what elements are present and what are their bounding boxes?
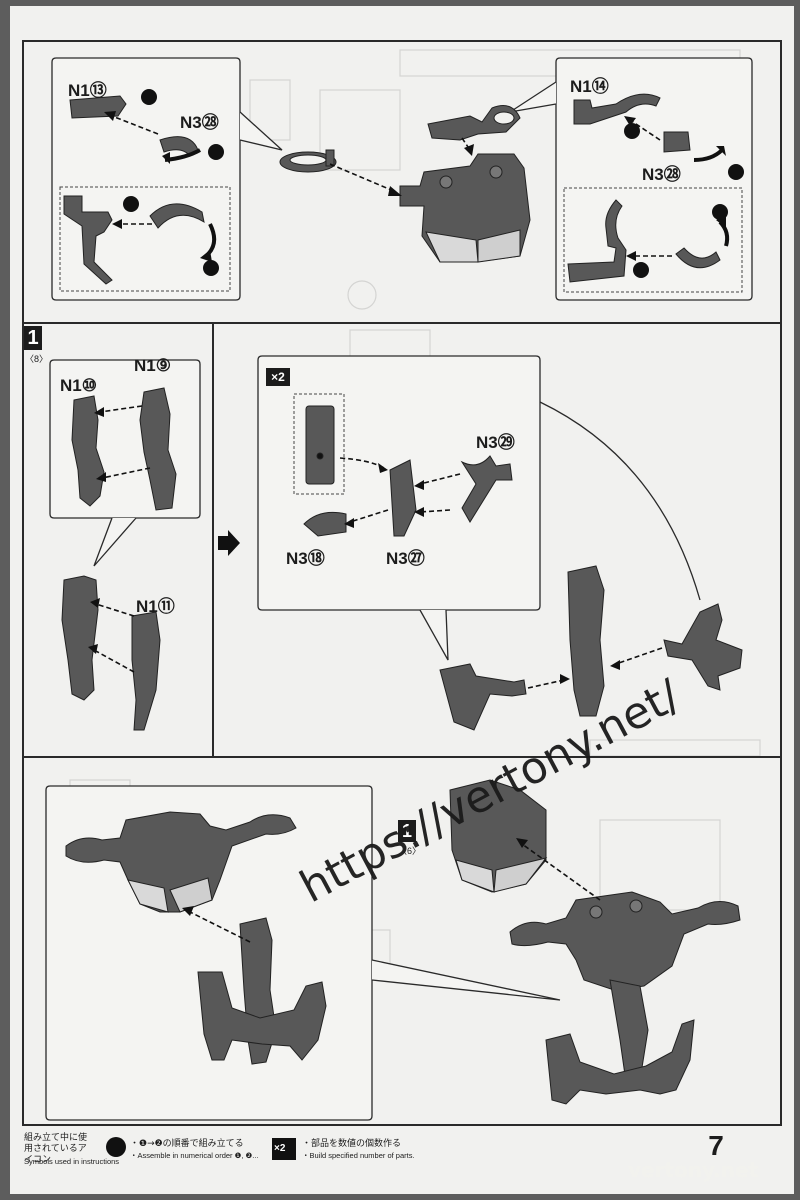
part-label-n3-27: N3㉗ (386, 549, 425, 568)
site-label: vertony.net (628, 1158, 759, 1182)
head-unit-arrowheads (388, 144, 474, 196)
body-with-head-unit (65, 811, 327, 1065)
legend-title-jp: 組み立て中に使用されているアイコン (24, 1133, 88, 1165)
legend-icons (106, 1137, 296, 1160)
step-number-badge: 1 (24, 326, 42, 350)
column-divider (212, 322, 214, 756)
arm-right-arrowheads (560, 660, 620, 684)
multiplier-badge: ×2 (266, 368, 290, 386)
part-label-n3-28-right: N3㉘ (642, 165, 681, 184)
step-reference: 〈8〉 (25, 354, 49, 364)
legend-title-en: Symbols used in instructions (24, 1157, 120, 1166)
legend-item2-jp: ・部品を数値の個数作る (302, 1139, 402, 1149)
bottom-step-reference: 〈6〉 (398, 846, 422, 856)
bottom-left-arrowhead (182, 906, 194, 916)
part-label-n1-14: N1⑭ (570, 77, 609, 96)
head-unit-assembly (279, 105, 531, 263)
callout-panel-left (51, 57, 283, 301)
elbow-parts (303, 405, 513, 537)
part-label-n1-10: N1⑩ (60, 376, 97, 395)
top-left-arrowheads (104, 111, 212, 262)
arm-right-assembly (439, 565, 743, 731)
arm-left-arrowheads (88, 407, 106, 654)
step-circles-top (123, 89, 744, 278)
page-frame (22, 40, 782, 1126)
final-assembly-arrow (521, 843, 601, 901)
legend-multiplier-icon: ×2 (274, 1143, 286, 1154)
section-divider-2 (22, 756, 782, 758)
part-label-n1-11: N1⑪ (136, 597, 175, 616)
page-number: 7 (708, 1130, 724, 1161)
legend-item1-en: ・Assemble in numerical order ❶, ❷... (130, 1151, 259, 1160)
arm-left-parts (61, 387, 177, 731)
part-label-n3-28-left: N3㉘ (180, 113, 219, 132)
bottom-step-badge: 1 (398, 820, 416, 842)
legend-item1-jp: ・❶→❷の順番で組み立てる (130, 1139, 244, 1149)
step-flow-arrow (218, 530, 240, 556)
part-label-n1-9: N1⑨ (134, 356, 171, 375)
bottom-left-arrow (189, 911, 251, 943)
part-label-n3-18: N3⑱ (286, 549, 325, 568)
part-label-n1-13: N1⑬ (68, 81, 107, 100)
part-label-n3-29: N3㉙ (476, 433, 515, 452)
final-assembly-arrowhead (516, 838, 528, 848)
top-right-parts (567, 93, 721, 283)
arm-left-arrows (93, 405, 151, 673)
section-divider-1 (22, 322, 782, 324)
legend-item2-en: ・Build specified number of parts. (302, 1151, 415, 1160)
final-assembly (449, 779, 741, 1105)
elbow-arrowheads (344, 463, 424, 528)
arm-right-arrows (527, 647, 663, 689)
